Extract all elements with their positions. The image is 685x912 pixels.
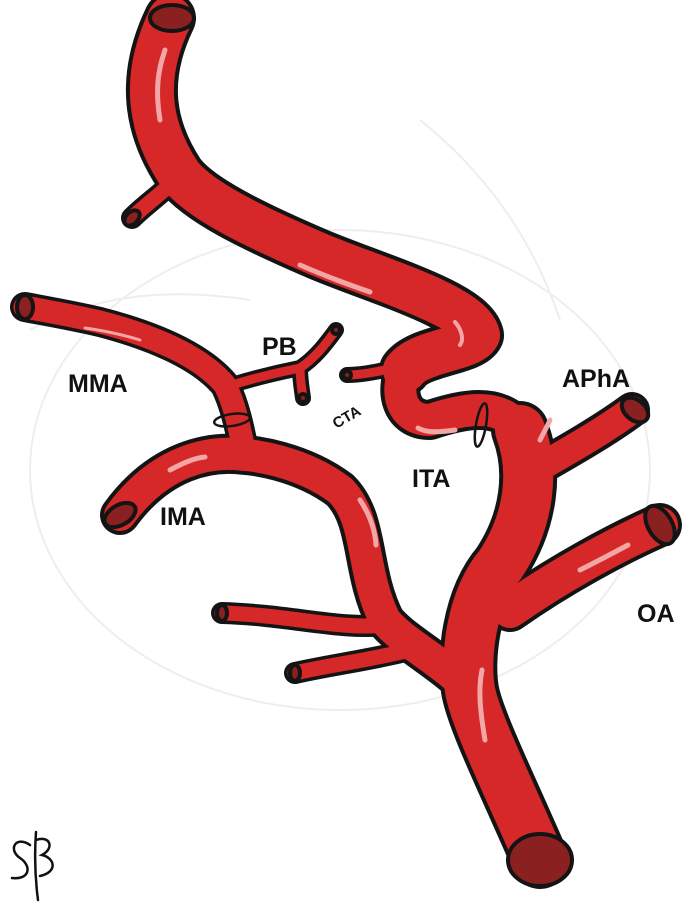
label-apha: APhA (562, 365, 630, 393)
label-pb: PB (262, 333, 297, 361)
cta-end (341, 369, 353, 381)
vessel-ends (15, 3, 677, 888)
top-end (148, 3, 196, 33)
label-ima: IMA (160, 503, 206, 531)
clip-ring-ita (473, 402, 489, 448)
apha-end (619, 395, 651, 425)
trunk-end (506, 832, 574, 888)
label-oa: OA (637, 600, 675, 628)
pb-end-2 (297, 392, 309, 404)
label-mma: MMA (68, 370, 128, 398)
clip-ring-mma (212, 412, 252, 428)
vessel-fills (13, 0, 678, 885)
label-cta: CTA (330, 403, 364, 433)
oa-end (643, 503, 677, 547)
signature-mark (10, 830, 54, 902)
clip-rings (212, 402, 489, 448)
vessel-highlights (83, 47, 631, 743)
upper-end (466, 322, 490, 358)
ima-end (102, 500, 138, 530)
twig1-end (215, 603, 229, 623)
pb-end-1 (330, 324, 342, 336)
twig2-end (288, 663, 302, 683)
mma-end (15, 293, 35, 321)
branch-end (122, 208, 142, 228)
label-ita: ITA (412, 465, 450, 493)
